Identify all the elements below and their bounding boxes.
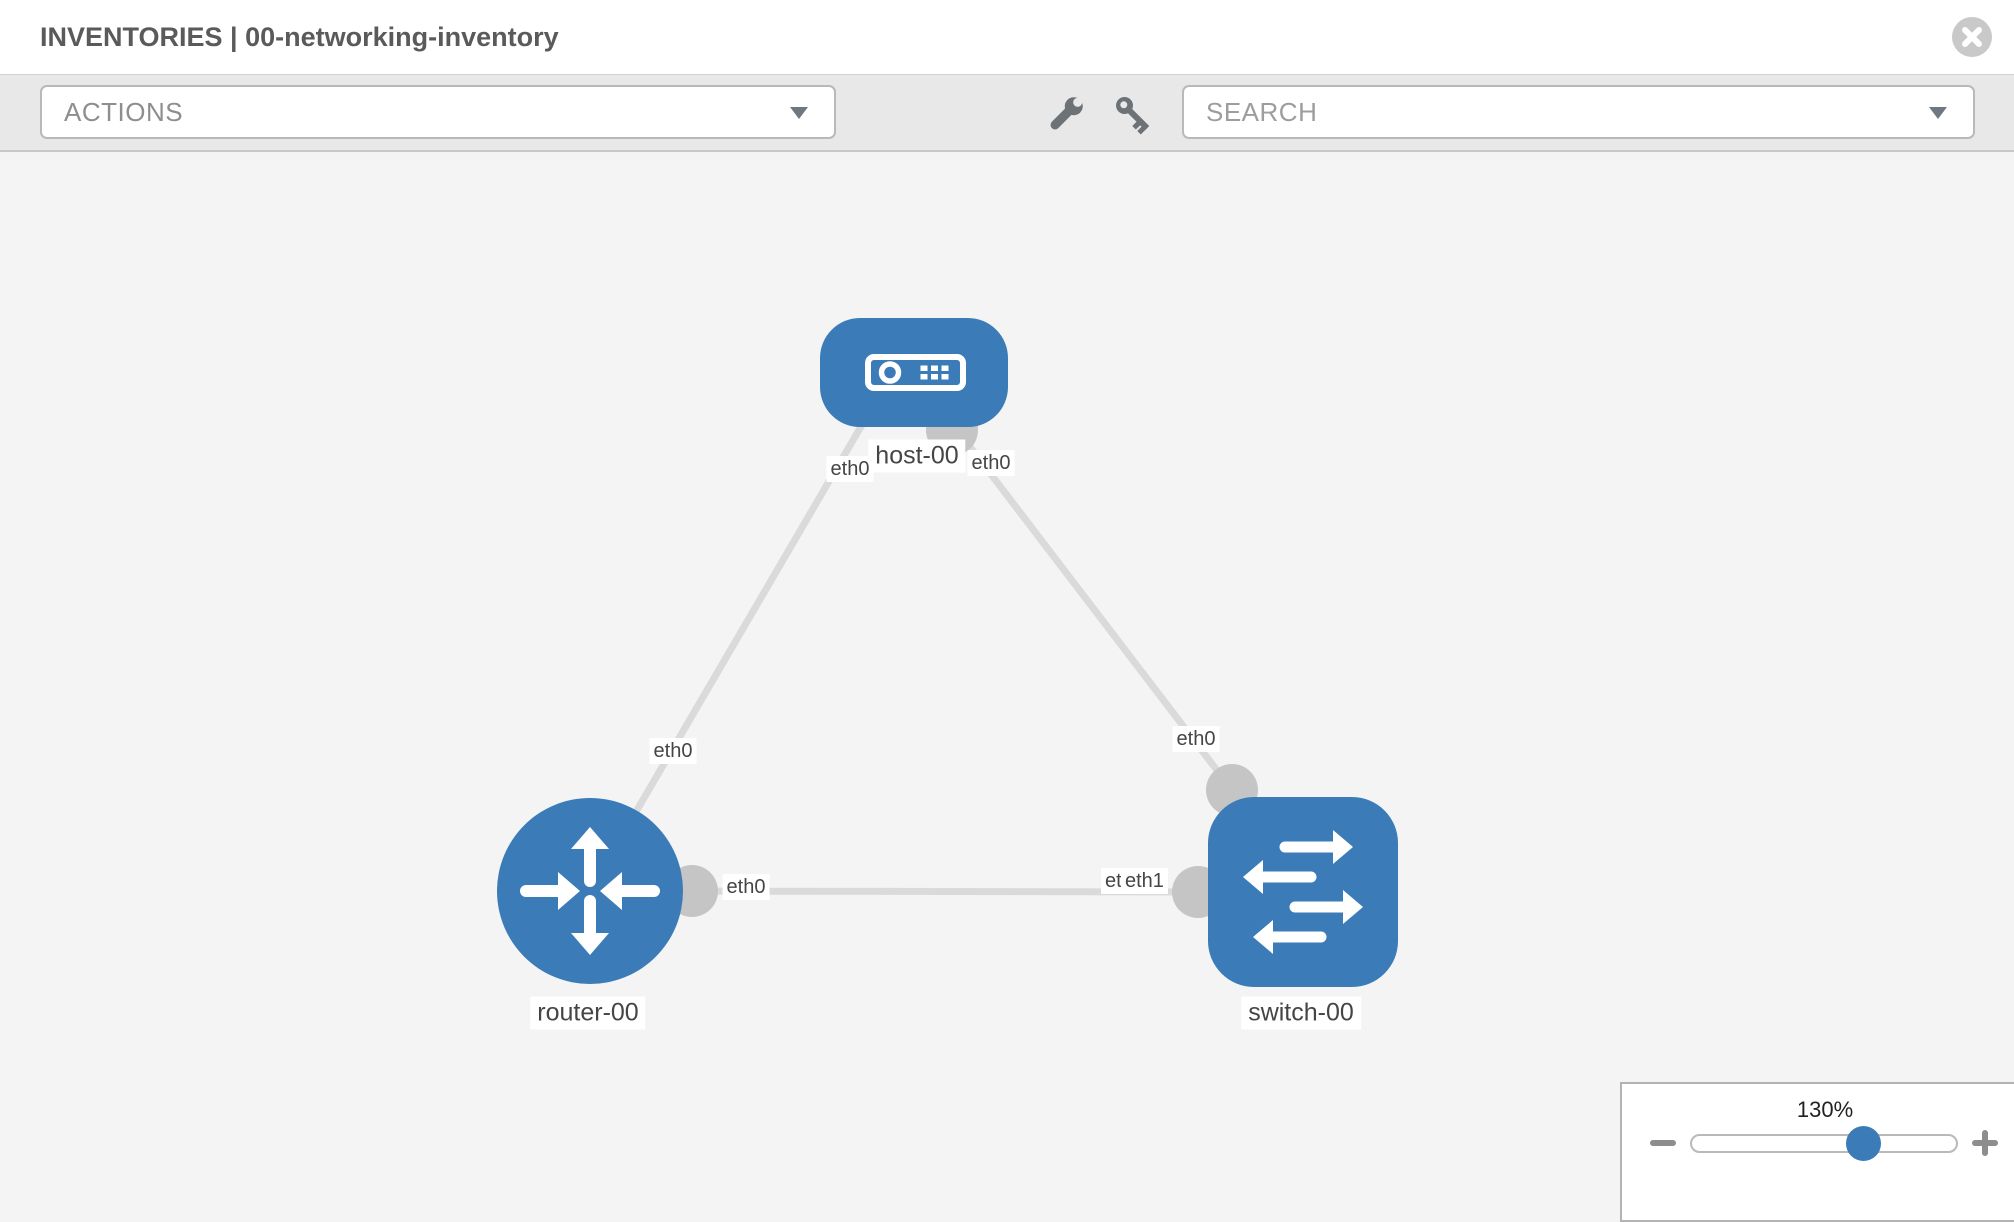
actions-dropdown-label: ACTIONS — [64, 96, 184, 127]
router-icon — [520, 827, 660, 955]
chevron-down-icon — [790, 107, 808, 119]
interface-label-router-to-host: eth0 — [649, 738, 697, 764]
interface-label-host-to-router: eth0 — [826, 456, 874, 482]
minus-icon — [1650, 1140, 1676, 1146]
interface-label-host-to-switch: eth0 — [967, 450, 1015, 476]
interface-label-router-to-switch: eth0 — [722, 874, 770, 900]
chevron-down-icon — [1929, 107, 1947, 119]
interface-label-switch-to-host: eth0 — [1172, 726, 1220, 752]
page-title: INVENTORIES | 00-networking-inventory — [40, 22, 559, 52]
key-icon — [1116, 97, 1150, 135]
zoom-out-button[interactable] — [1646, 1126, 1680, 1160]
node-label-host: host-00 — [868, 439, 966, 473]
close-button[interactable] — [1952, 17, 1992, 57]
tools-button[interactable] — [1044, 92, 1088, 136]
toolbar: ACTIONS SEARCH — [0, 75, 2014, 152]
switch-icon — [1243, 830, 1363, 954]
node-host[interactable] — [820, 318, 1008, 427]
node-switch[interactable] — [1208, 797, 1398, 987]
zoom-panel: 130% — [1620, 1082, 2014, 1222]
close-icon — [1962, 27, 1982, 47]
zoom-slider-knob[interactable] — [1846, 1126, 1881, 1161]
node-label-switch: switch-00 — [1241, 996, 1361, 1030]
zoom-in-button[interactable] — [1968, 1126, 2002, 1160]
actions-dropdown[interactable]: ACTIONS — [40, 85, 836, 139]
host-icon — [865, 354, 966, 391]
zoom-level: 130% — [1796, 1097, 1854, 1122]
header: INVENTORIES | 00-networking-inventory — [0, 0, 2014, 75]
topology-canvas[interactable] — [0, 152, 2014, 1200]
zoom-slider-track[interactable] — [1690, 1134, 1958, 1153]
plus-icon — [1982, 1130, 1988, 1156]
key-button[interactable] — [1111, 92, 1155, 136]
node-label-router: router-00 — [530, 996, 646, 1030]
search-dropdown[interactable]: SEARCH — [1182, 85, 1975, 139]
search-dropdown-label: SEARCH — [1206, 96, 1318, 127]
node-router[interactable] — [497, 798, 683, 984]
wrench-icon — [1050, 94, 1086, 130]
interface-label-switch-to-router: eth1 — [1121, 868, 1168, 894]
